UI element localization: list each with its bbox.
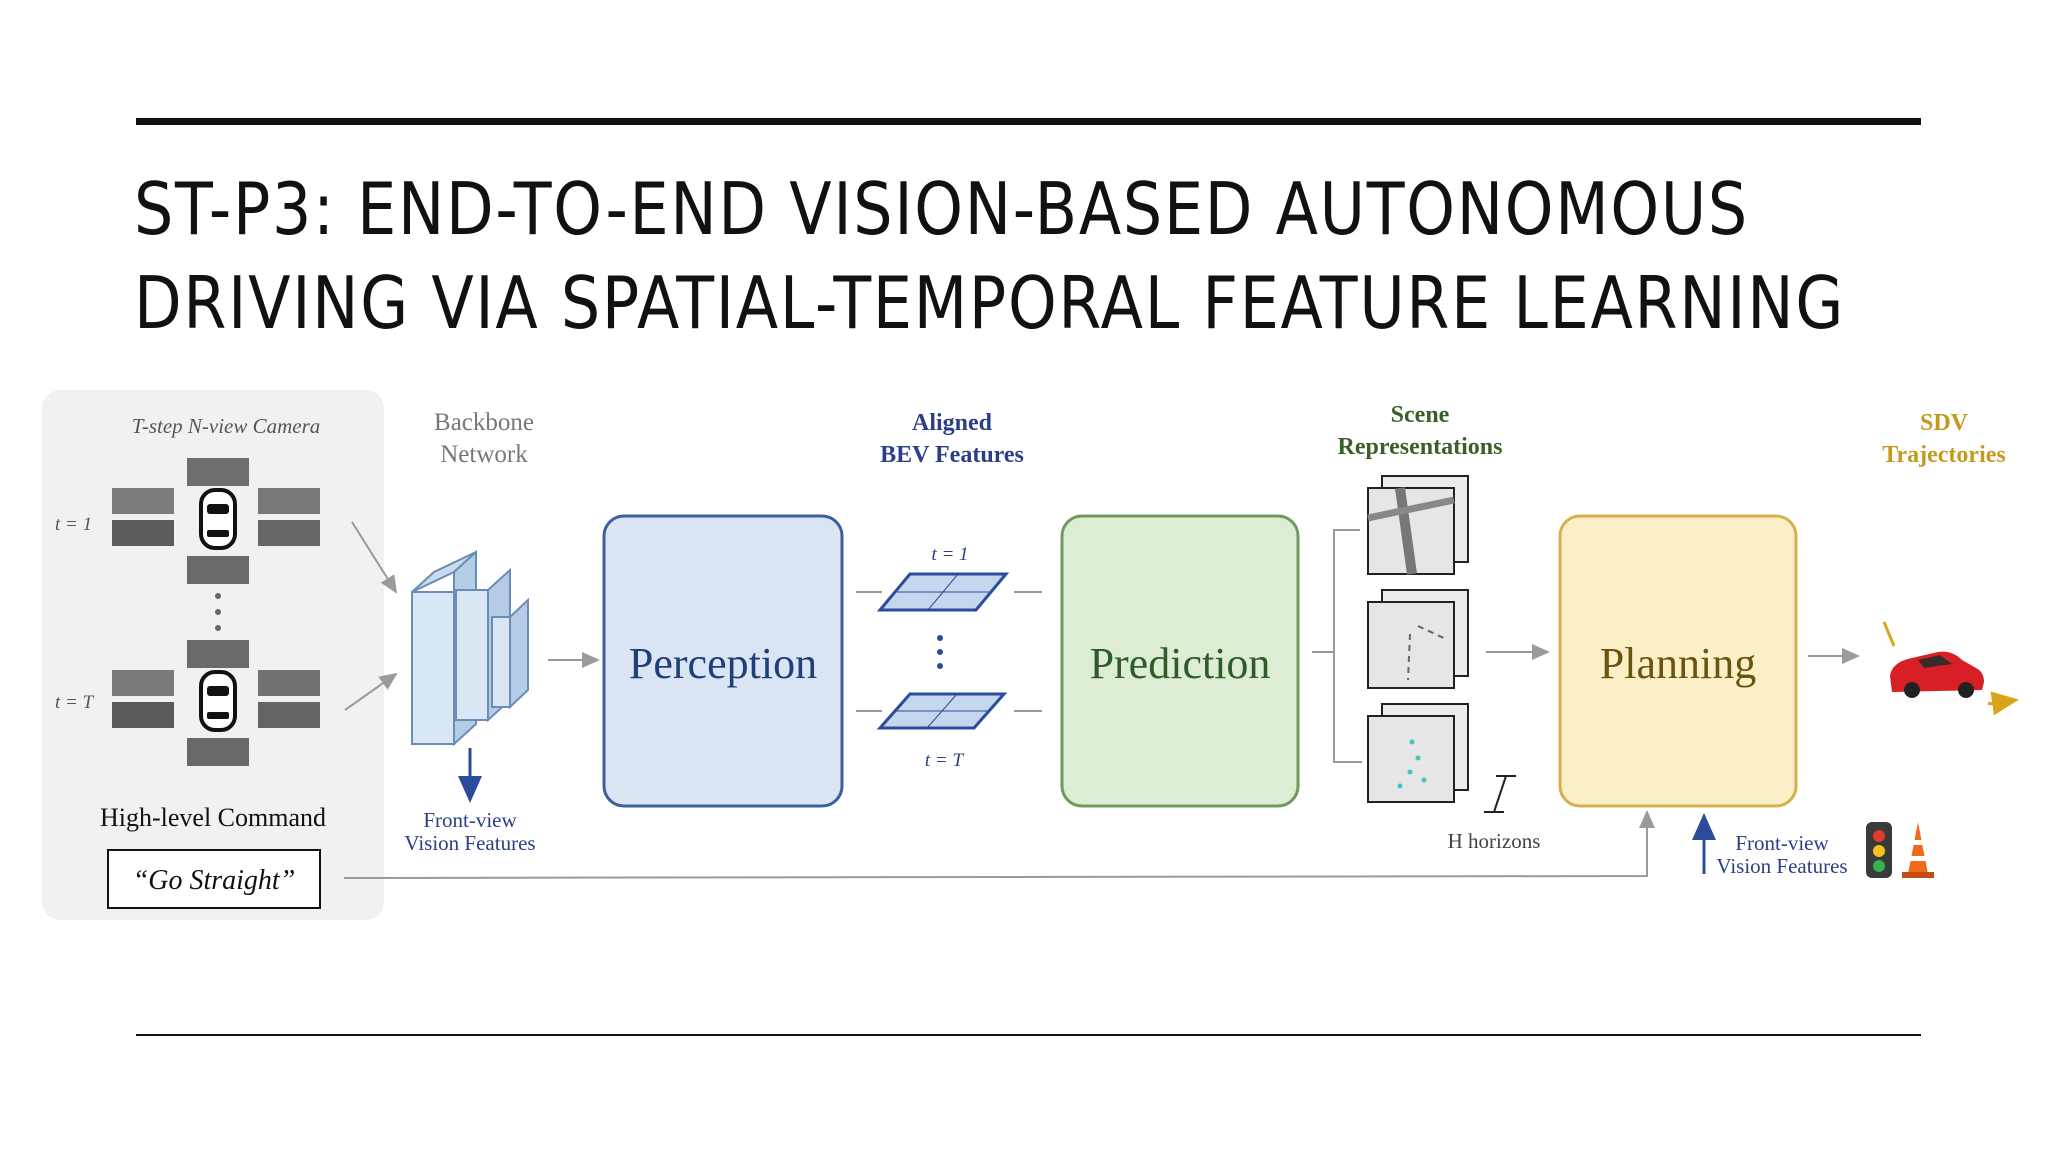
scene-map-drivable [1367, 475, 1469, 575]
prediction-box [1060, 514, 1300, 808]
trajectory-past-mark [1882, 621, 1896, 647]
red-car-icon [1890, 651, 1984, 698]
frontview-label-2-line1: Front-view [1735, 831, 1829, 855]
scene-title-line2: Representations [1338, 434, 1503, 460]
camera-thumb-back-left [112, 702, 174, 728]
perception-module: Perception [602, 514, 844, 808]
camera-thumb-back-left [112, 520, 174, 546]
frontview-label-1-line1: Front-view [423, 808, 517, 832]
title-line-2: DRIVING VIA SPATIAL-TEMPORAL FEATURE LEA… [134, 261, 1846, 345]
sdv-title-line2: Trajectories [1882, 442, 2005, 468]
camera-thumb-front-right [258, 670, 320, 696]
camera-views-t1 [112, 458, 320, 584]
planning-label: Planning [1600, 639, 1756, 688]
bev-ellipsis-dots [937, 635, 943, 669]
prediction-label: Prediction [1090, 639, 1271, 688]
scene-representations: Scene Representations [1312, 402, 1540, 853]
ego-car-icon [199, 670, 237, 732]
trajectory-future-arrow [1987, 691, 2019, 716]
horizons-label: H horizons [1448, 829, 1541, 853]
bev-time-last: t = T [925, 750, 965, 771]
time-last-label: t = T [55, 692, 95, 713]
backbone-network: Backbone Network Front-view Vision Featu… [404, 409, 535, 855]
title-line-1: ST-P3: END-TO-END VISION-BASED AUTONOMOU… [134, 167, 1749, 251]
perception-label: Perception [629, 639, 817, 688]
ellipsis-dots [215, 593, 221, 631]
top-rule [136, 118, 1921, 125]
bev-grid-t1 [876, 572, 1010, 612]
traffic-light-icon [1866, 822, 1892, 878]
camera-thumb-front-left [112, 488, 174, 514]
arrow-command-to-planning [343, 810, 1655, 879]
camera-thumb-front [187, 458, 249, 486]
backbone-label-line1: Backbone [434, 409, 534, 436]
frontview-label-1-line2: Vision Features [404, 831, 535, 855]
frontview-label-2-line2: Vision Features [1716, 854, 1847, 878]
camera-thumb-back-right [258, 702, 320, 728]
arrow-camera-tT-to-backbone [344, 672, 398, 711]
planning-module: Planning [1558, 514, 1798, 808]
bev-time-first: t = 1 [931, 544, 968, 565]
ego-car-icon [199, 488, 237, 550]
scene-title-line1: Scene [1391, 402, 1450, 428]
camera-thumb-back [187, 556, 249, 584]
time-first-label: t = 1 [55, 514, 92, 535]
perception-box [602, 514, 844, 808]
bev-title-line1: Aligned [912, 410, 993, 436]
camera-input-panel: T-step N-view Camera t = 1 t = T [42, 390, 384, 920]
camera-thumb-front [187, 640, 249, 668]
bottom-rule [136, 1034, 1921, 1036]
slide-title: ST-P3: END-TO-END VISION-BASED AUTONOMOU… [134, 162, 1846, 350]
command-value: “Go Straight” [133, 865, 296, 896]
camera-thumb-back-right [258, 520, 320, 546]
camera-label: T-step N-view Camera [132, 414, 321, 438]
high-level-command-label: High-level Command [100, 803, 326, 832]
camera-views-tT [112, 640, 320, 766]
scene-map-agents [1367, 703, 1469, 803]
horizon-bracket-icon [1484, 775, 1516, 813]
camera-thumb-front-left [112, 670, 174, 696]
bev-grid-tT [876, 692, 1008, 730]
camera-thumb-front-right [258, 488, 320, 514]
arrow-camera-t1-to-backbone [351, 521, 398, 594]
traffic-cone-icon [1902, 822, 1934, 878]
planning-box [1558, 514, 1798, 808]
sdv-output: SDV Trajectories [1882, 410, 2019, 716]
backbone-layers-icon [411, 549, 529, 747]
command-box [107, 849, 321, 909]
backbone-label-line2: Network [440, 441, 528, 468]
bev-title-line2: BEV Features [880, 442, 1024, 468]
prediction-module: Prediction [1060, 514, 1300, 808]
camera-thumb-back [187, 738, 249, 766]
aligned-bev-features: Aligned BEV Features t = 1 t = T [856, 410, 1042, 771]
scene-bracket [1333, 529, 1362, 763]
scene-map-lanes [1367, 589, 1469, 689]
sdv-title-line1: SDV [1920, 410, 1969, 436]
